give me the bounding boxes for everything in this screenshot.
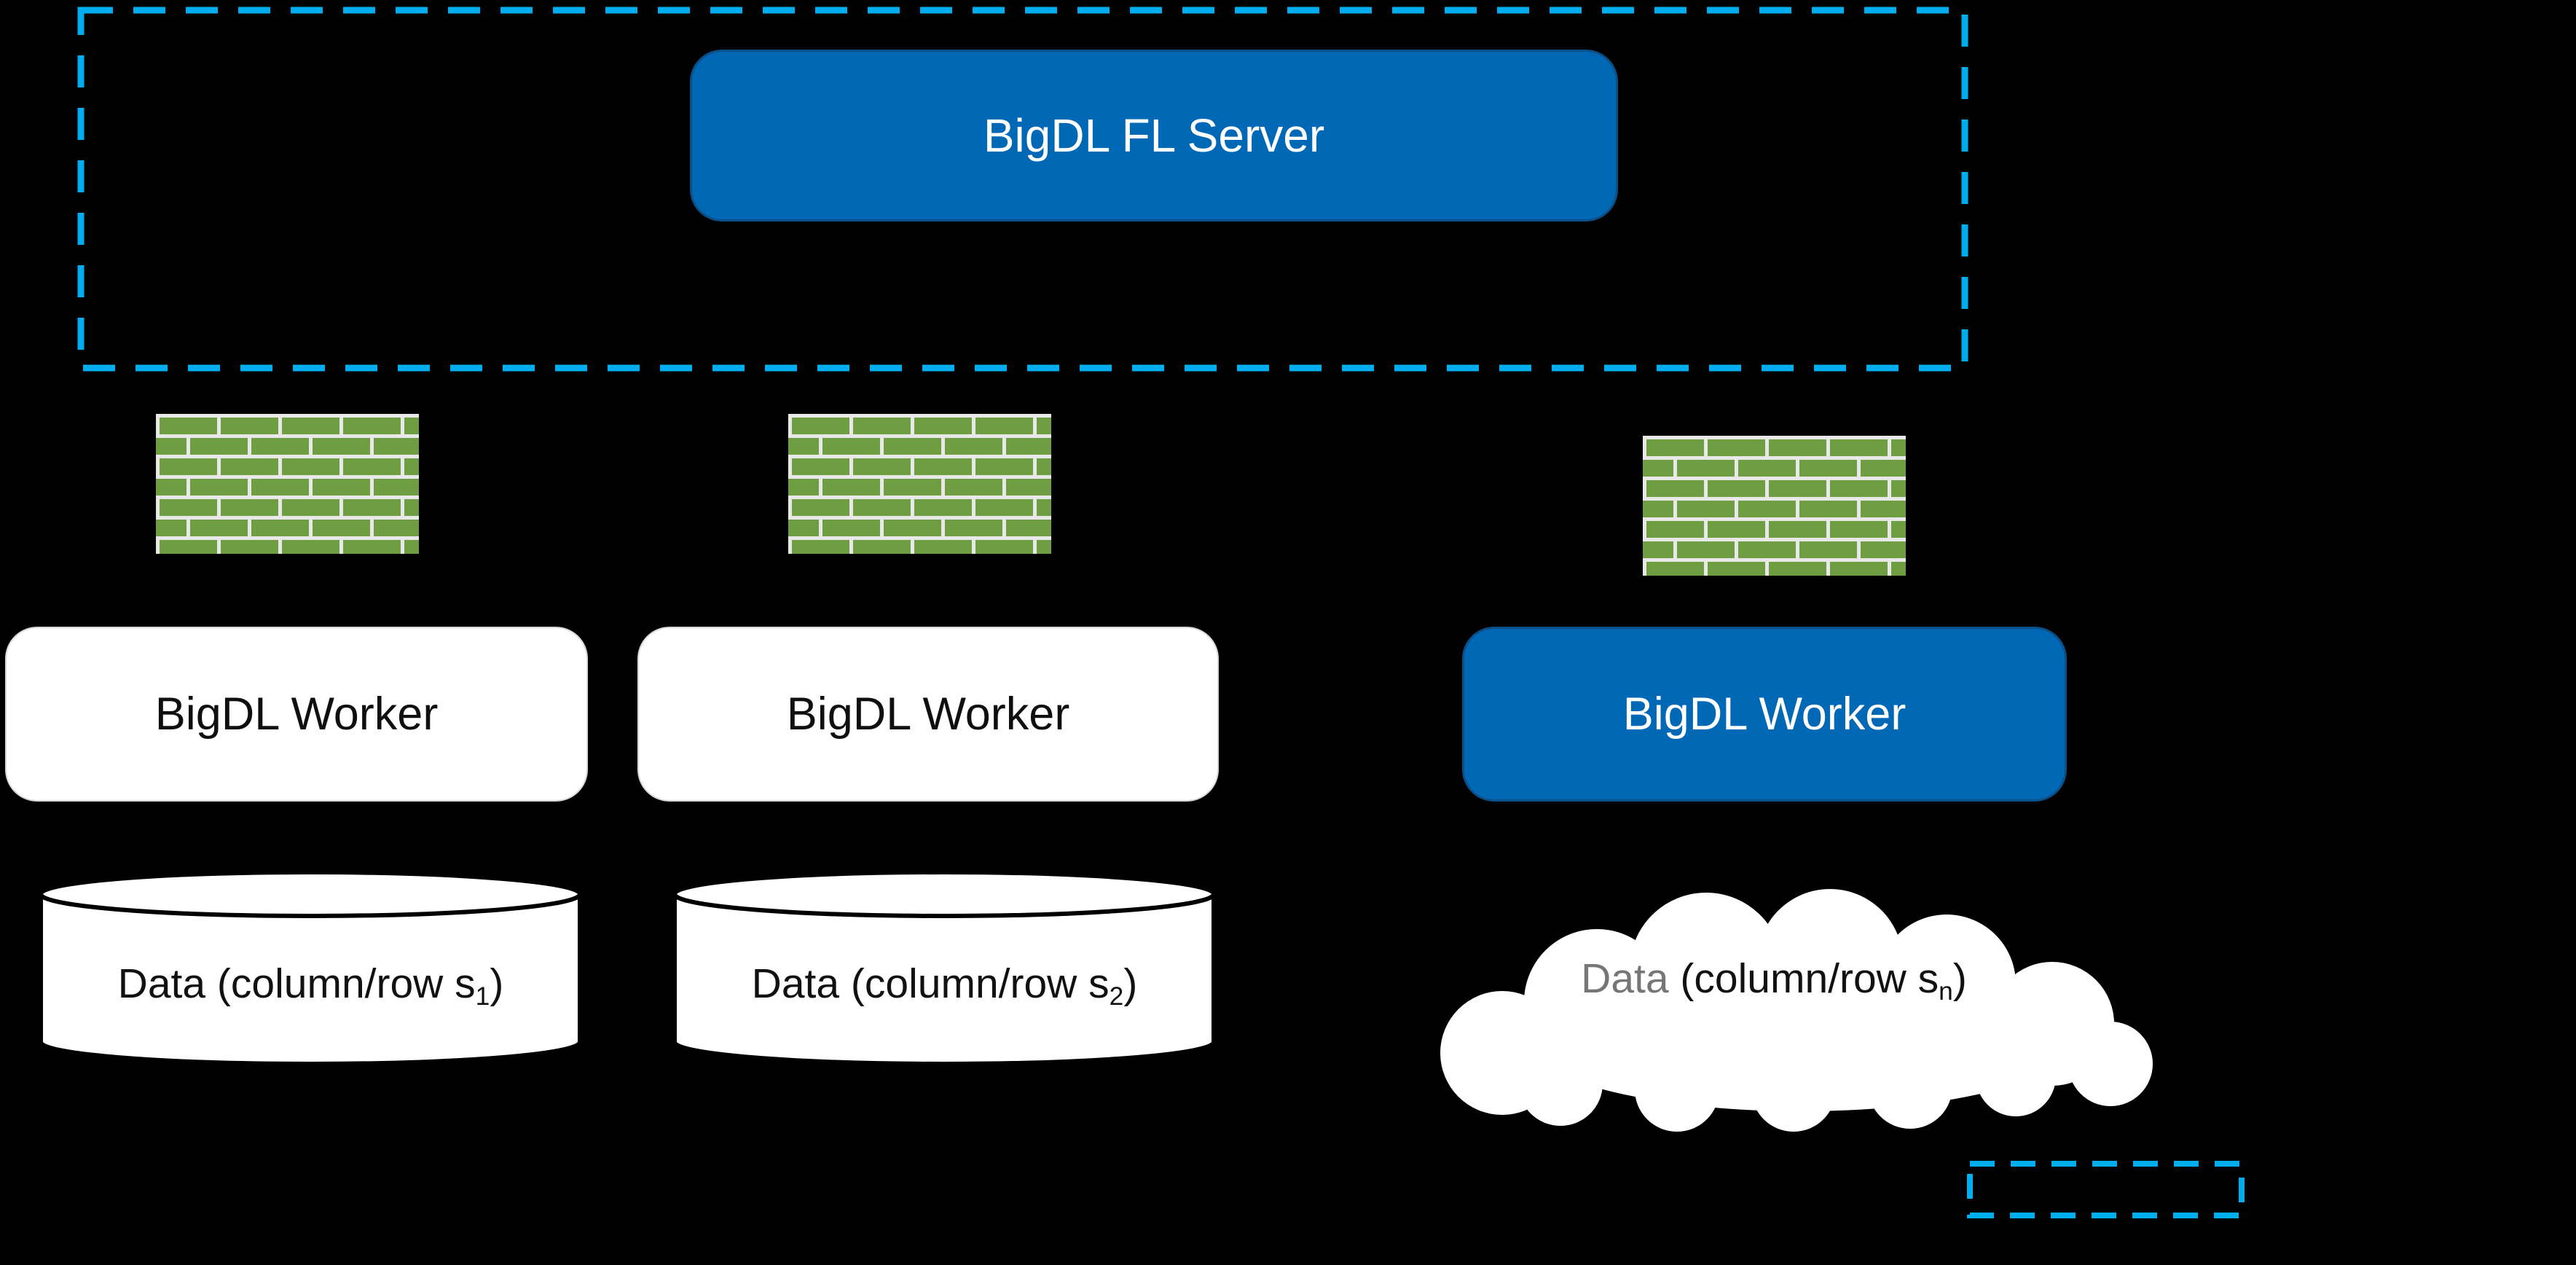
data-store-label: Data (column/row s2) xyxy=(751,960,1138,1011)
trusted-zone-dashed-border xyxy=(77,7,1968,372)
data-store-cylinder-2: Data (column/row s2) xyxy=(670,868,1219,1070)
data-store-cylinder-1: Data (column/row s1) xyxy=(36,868,585,1070)
worker-node-3: BigDL Worker xyxy=(1462,627,2067,802)
cloud-shape xyxy=(1440,889,2153,1132)
fl-server-node: BigDL FL Server xyxy=(690,50,1618,222)
firewall-icon xyxy=(788,414,1051,554)
worker-label: BigDL Worker xyxy=(1622,689,1907,740)
worker-label: BigDL Worker xyxy=(154,689,439,740)
database-cylinder-shape xyxy=(39,870,582,1066)
dashed-legend-box xyxy=(1967,1161,2245,1218)
firewall-icon xyxy=(1643,436,1906,576)
database-cylinder-shape xyxy=(672,870,1216,1066)
worker-node-2: BigDL Worker xyxy=(637,627,1219,802)
data-store-cloud: Data (column/row sn) xyxy=(1393,885,2155,1133)
data-store-label: Data (column/row s1) xyxy=(117,960,504,1011)
worker-label: BigDL Worker xyxy=(786,689,1070,740)
data-store-label: Data (column/row sn) xyxy=(1581,955,1967,1006)
firewall-icon xyxy=(156,414,419,554)
worker-node-1: BigDL Worker xyxy=(5,627,588,802)
fl-server-label: BigDL FL Server xyxy=(983,109,1325,162)
